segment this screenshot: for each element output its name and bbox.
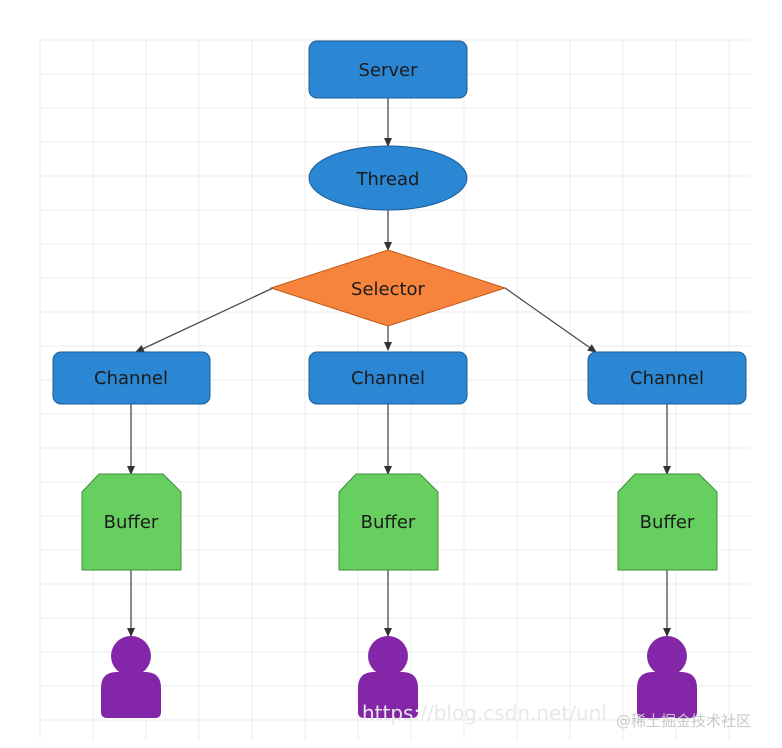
server-label: Server (358, 60, 418, 81)
thread-node: Thread (308, 145, 468, 211)
user-center-icon (358, 636, 418, 718)
watermark-url: https://blog.csdn.net/unl (362, 701, 607, 725)
server-node: Server (308, 40, 468, 99)
buffer-right-label: Buffer (640, 512, 695, 533)
channel-center-label: Channel (351, 368, 425, 389)
channel-right-label: Channel (630, 368, 704, 389)
user-right-icon (637, 636, 697, 718)
channel-center-node: Channel (308, 351, 468, 405)
user-left-icon (101, 636, 161, 718)
thread-label: Thread (356, 169, 420, 190)
edge-selector-channel-left (135, 287, 274, 353)
selector-node: Selector (269, 249, 507, 327)
edges (127, 98, 671, 637)
channel-left-node: Channel (52, 351, 211, 405)
watermark-brand: @稀土掘金技术社区 (616, 712, 751, 730)
buffer-left-label: Buffer (104, 512, 159, 533)
buffer-center-node: Buffer (338, 473, 439, 571)
selector-label: Selector (351, 279, 426, 300)
channel-right-node: Channel (587, 351, 747, 405)
buffer-center-label: Buffer (361, 512, 416, 533)
buffer-right-node: Buffer (617, 473, 718, 571)
channel-left-label: Channel (94, 368, 168, 389)
buffer-left-node: Buffer (81, 473, 182, 571)
edge-selector-channel-right (504, 287, 597, 353)
